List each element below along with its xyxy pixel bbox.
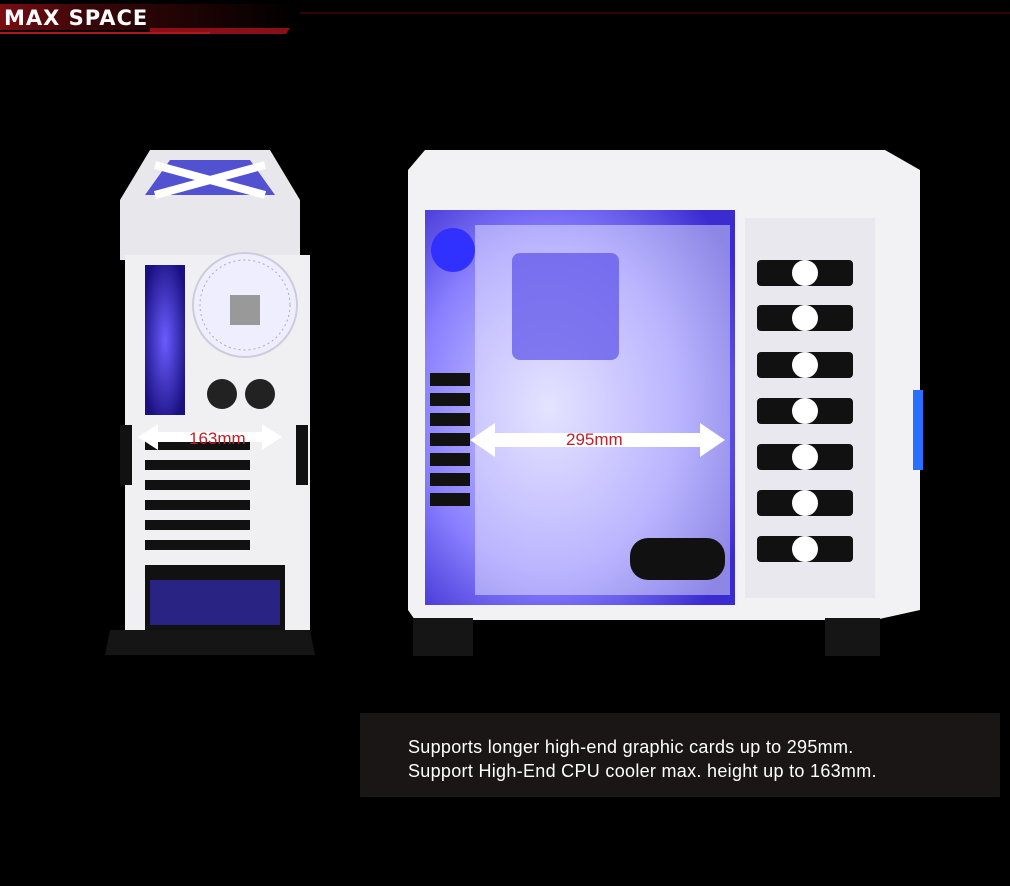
caption-line-gpu: Supports longer high-end graphic cards u… [408,737,854,757]
case-side-view-image [408,150,923,656]
gpu-length-label: 295mm [566,430,623,449]
caption-panel: Supports longer high-end graphic cards u… [360,713,1000,797]
page-title: MAX SPACE [4,6,149,30]
header-banner [0,4,1010,34]
caption-line-cpu-cooler: Support High-End CPU cooler max. height … [408,761,877,781]
cooler-height-label: 163mm [189,429,246,448]
case-front-view-image [105,150,315,655]
